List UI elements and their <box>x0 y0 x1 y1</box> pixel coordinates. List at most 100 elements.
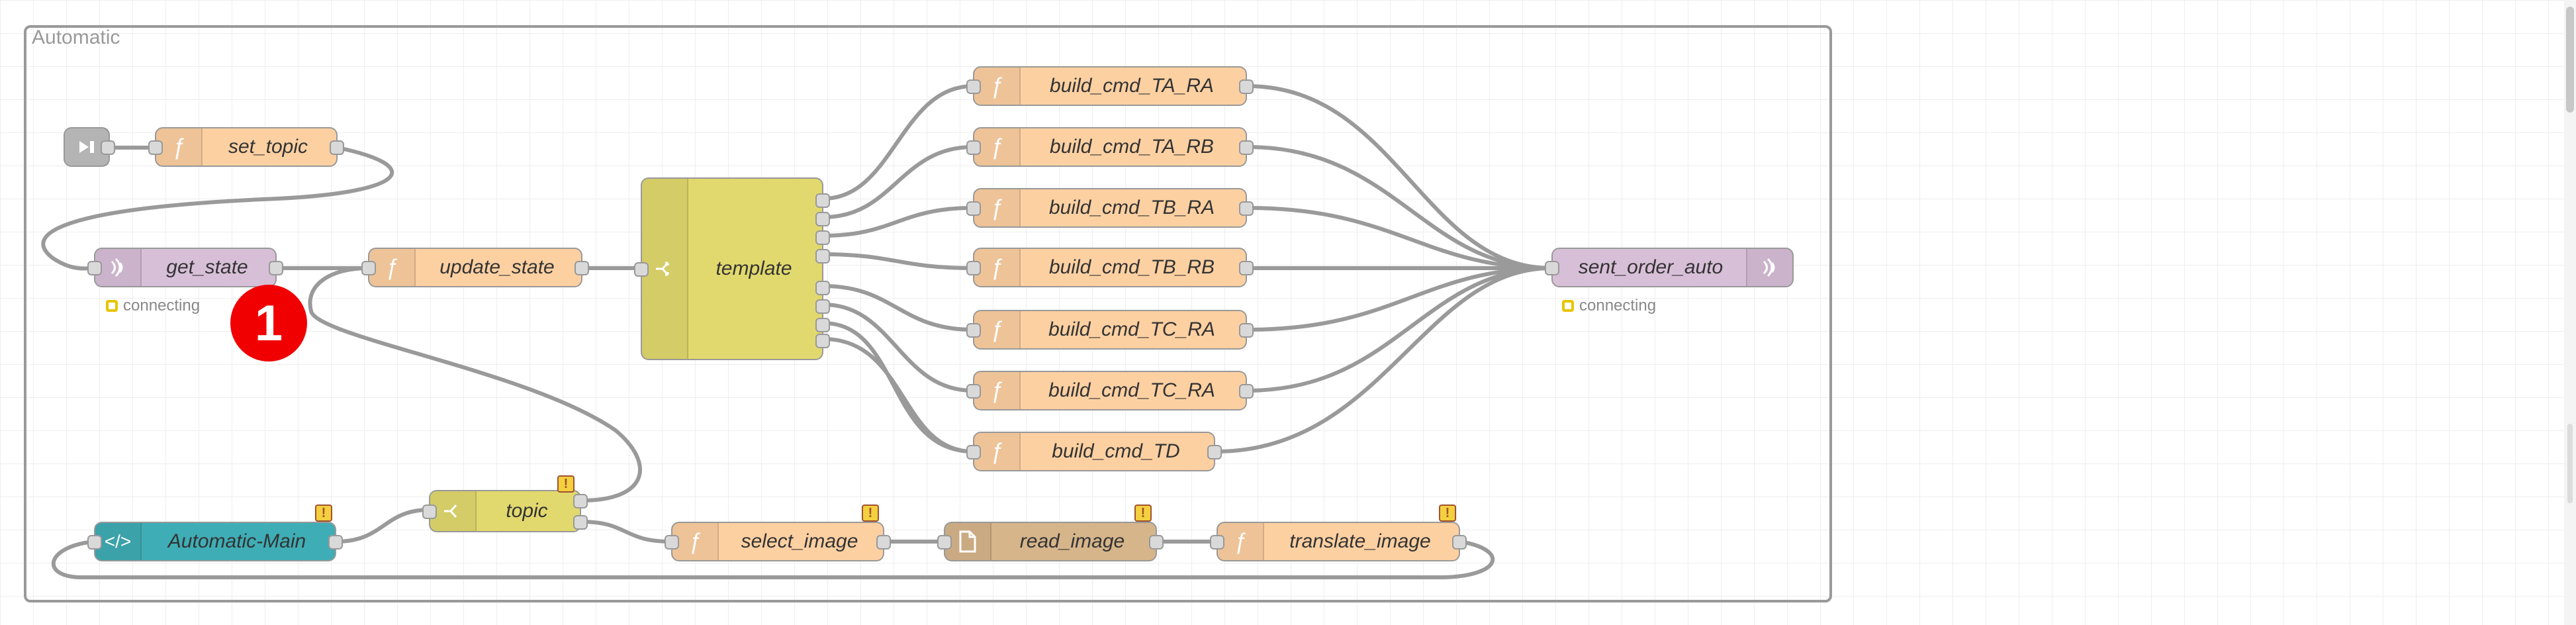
input-port[interactable] <box>1545 261 1559 275</box>
node-label: Automatic-Main <box>167 530 306 552</box>
scrollbar-thumb[interactable] <box>2566 7 2574 113</box>
output-port[interactable] <box>269 261 283 275</box>
file-node-read-image[interactable]: read_image <box>937 522 1164 561</box>
function-icon: ƒ <box>974 372 1021 409</box>
input-port[interactable] <box>966 261 981 275</box>
output-port[interactable] <box>330 140 344 155</box>
wire <box>823 84 974 201</box>
output-port[interactable] <box>1207 445 1222 459</box>
output-port[interactable] <box>815 318 830 332</box>
output-port[interactable] <box>815 212 830 226</box>
group-label: Automatic <box>32 26 120 48</box>
function-node-build-cmd-ta-rb[interactable]: ƒ build_cmd_TA_RB <box>966 127 1254 167</box>
output-port[interactable] <box>573 515 588 530</box>
step-number-badge: 1 <box>230 285 307 361</box>
mqtt-icon <box>95 249 142 286</box>
wire <box>823 145 974 219</box>
node-label: translate_image <box>1289 530 1431 552</box>
switch-node-template[interactable]: template <box>634 177 830 360</box>
node-label: build_cmd_TA_RB <box>1050 136 1214 158</box>
output-port[interactable] <box>1149 535 1164 550</box>
file-icon <box>945 523 991 560</box>
function-icon: ƒ <box>974 189 1021 226</box>
output-port[interactable] <box>815 281 830 295</box>
output-port[interactable] <box>1239 79 1254 94</box>
status-text: connecting <box>1579 297 1657 314</box>
node-label: build_cmd_TA_RA <box>1050 75 1214 97</box>
output-port[interactable] <box>815 334 830 348</box>
wire <box>1246 145 1552 270</box>
node-label: update_state <box>439 256 555 278</box>
input-port[interactable] <box>966 323 981 338</box>
function-node-build-cmd-tc-ra[interactable]: ƒ build_cmd_TC_RA <box>966 371 1254 410</box>
input-port[interactable] <box>422 505 437 519</box>
wire <box>823 303 974 393</box>
function-node-build-cmd-tc-ra[interactable]: ƒ build_cmd_TC_RA <box>966 310 1254 350</box>
warning-icon: ! <box>1134 505 1152 522</box>
wire <box>580 520 672 544</box>
input-port[interactable] <box>87 261 102 275</box>
switch-node-topic[interactable]: topic <box>422 490 588 532</box>
output-port[interactable] <box>1239 201 1254 216</box>
input-port[interactable] <box>148 140 163 155</box>
function-node-update-state[interactable]: ƒ update_state <box>361 248 589 287</box>
function-node-select-image[interactable]: ƒ select_image <box>665 522 891 561</box>
input-port[interactable] <box>937 535 952 550</box>
wire <box>41 146 394 271</box>
function-node-build-cmd-ta-ra[interactable]: ƒ build_cmd_TA_RA <box>966 66 1254 106</box>
function-icon: ƒ <box>369 249 416 286</box>
output-port[interactable] <box>876 535 891 550</box>
output-port[interactable] <box>1239 261 1254 275</box>
input-port[interactable] <box>966 79 981 94</box>
warning-icon: ! <box>557 475 575 493</box>
input-port[interactable] <box>966 140 981 155</box>
input-port[interactable] <box>361 261 376 275</box>
output-port[interactable] <box>1239 384 1254 399</box>
mqtt-icon <box>1746 249 1792 286</box>
output-port[interactable] <box>573 494 588 508</box>
output-port[interactable] <box>815 249 830 264</box>
node-status: connecting <box>106 297 200 315</box>
output-port[interactable] <box>328 535 343 550</box>
vertical-scrollbar[interactable] <box>2564 0 2576 625</box>
input-port[interactable] <box>665 535 679 550</box>
function-node-build-cmd-td[interactable]: ƒ build_cmd_TD <box>966 432 1222 471</box>
node-label: topic <box>506 500 548 522</box>
wire <box>336 508 430 544</box>
output-port[interactable] <box>1239 140 1254 155</box>
warning-icon: ! <box>315 505 332 522</box>
output-port[interactable] <box>1239 323 1254 338</box>
function-node-build-cmd-tb-ra[interactable]: ƒ build_cmd_TB_RA <box>966 188 1254 228</box>
mqtt-in-node-get-state[interactable]: get_state <box>87 248 283 287</box>
function-node-build-cmd-tb-rb[interactable]: ƒ build_cmd_TB_RB <box>966 248 1254 287</box>
output-port[interactable] <box>815 193 830 208</box>
input-port[interactable] <box>634 262 649 277</box>
wire <box>1246 266 1552 393</box>
input-port[interactable] <box>87 535 102 550</box>
function-node-set-topic[interactable]: ƒ set_topic <box>148 127 344 167</box>
input-port[interactable] <box>966 384 981 399</box>
link-node-automatic-main[interactable]: </> Automatic-Main <box>87 522 343 561</box>
wire <box>308 266 642 503</box>
node-label: get_state <box>166 256 248 278</box>
inject-node[interactable] <box>64 127 115 167</box>
input-port[interactable] <box>1210 535 1224 550</box>
function-icon: ƒ <box>156 128 203 166</box>
output-port[interactable] <box>815 230 830 245</box>
output-port[interactable] <box>1452 535 1467 550</box>
input-port[interactable] <box>966 201 981 216</box>
wire <box>823 284 974 332</box>
node-status: connecting <box>1562 297 1656 315</box>
output-port[interactable] <box>101 140 115 155</box>
warning-icon: ! <box>1439 505 1456 522</box>
output-port[interactable] <box>575 261 589 275</box>
wire <box>1246 84 1552 270</box>
function-node-translate-image[interactable]: ƒ translate_image <box>1210 522 1467 561</box>
node-label: build_cmd_TD <box>1052 440 1180 462</box>
function-icon: ƒ <box>672 523 719 560</box>
mqtt-out-node-sent-order-auto[interactable]: sent_order_auto <box>1545 248 1794 287</box>
group-box[interactable] <box>24 25 1832 602</box>
output-port[interactable] <box>815 299 830 314</box>
input-port[interactable] <box>966 445 981 459</box>
node-label: template <box>715 258 792 279</box>
